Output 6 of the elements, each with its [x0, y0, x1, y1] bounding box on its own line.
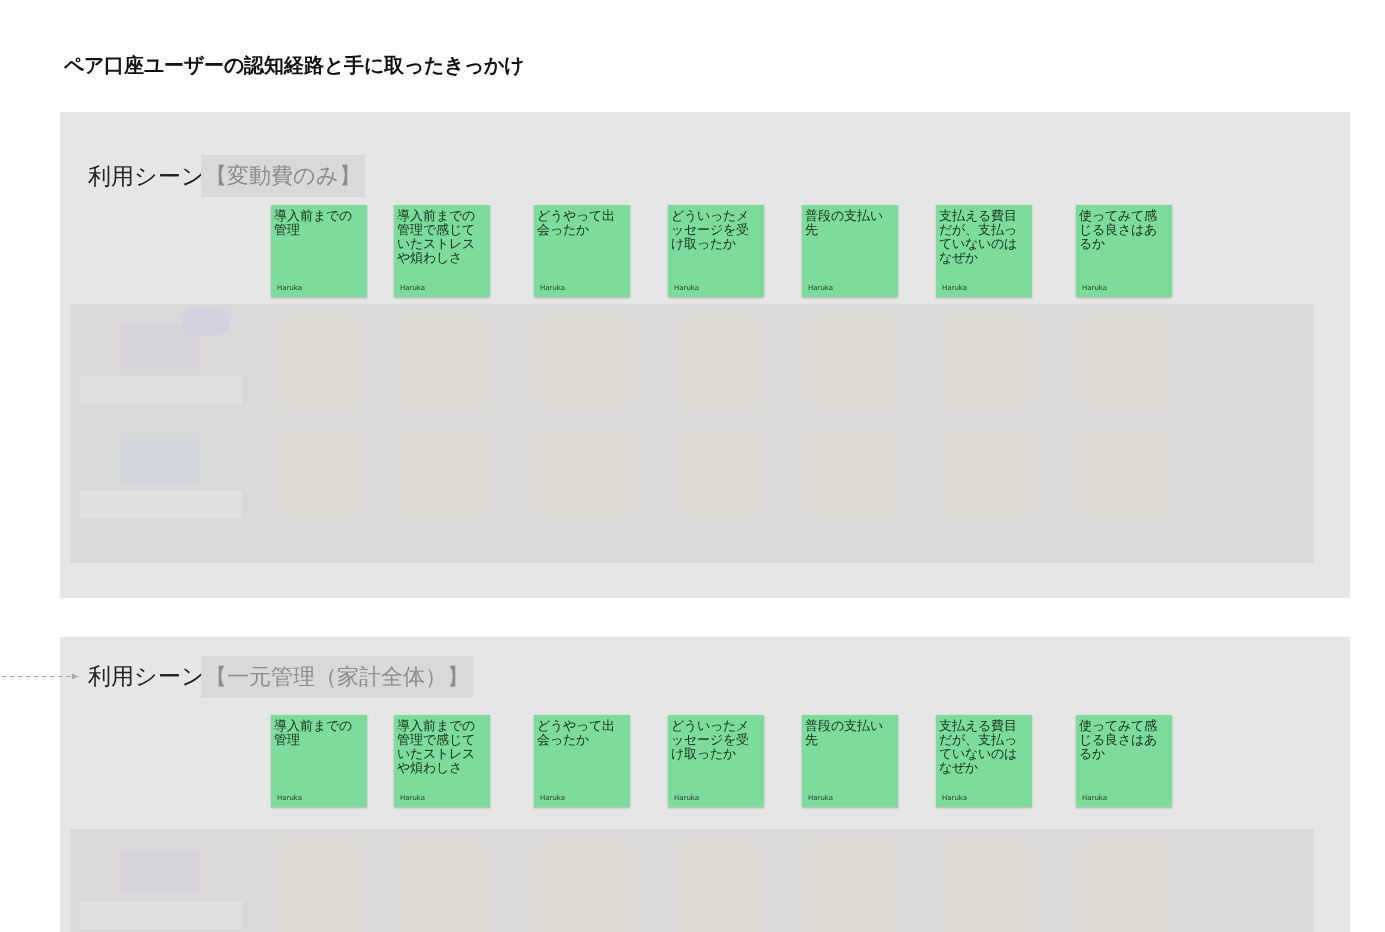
- scene-tag: 【一元管理（家計全体）】: [201, 656, 473, 698]
- section-panel: [60, 112, 1350, 598]
- page-title: ペア口座ユーザーの認知経路と手に取ったきっかけ: [64, 52, 524, 79]
- scene-tag: 【変動費のみ】: [201, 155, 365, 197]
- arrow: [1, 673, 79, 680]
- section-panel: [60, 637, 1350, 932]
